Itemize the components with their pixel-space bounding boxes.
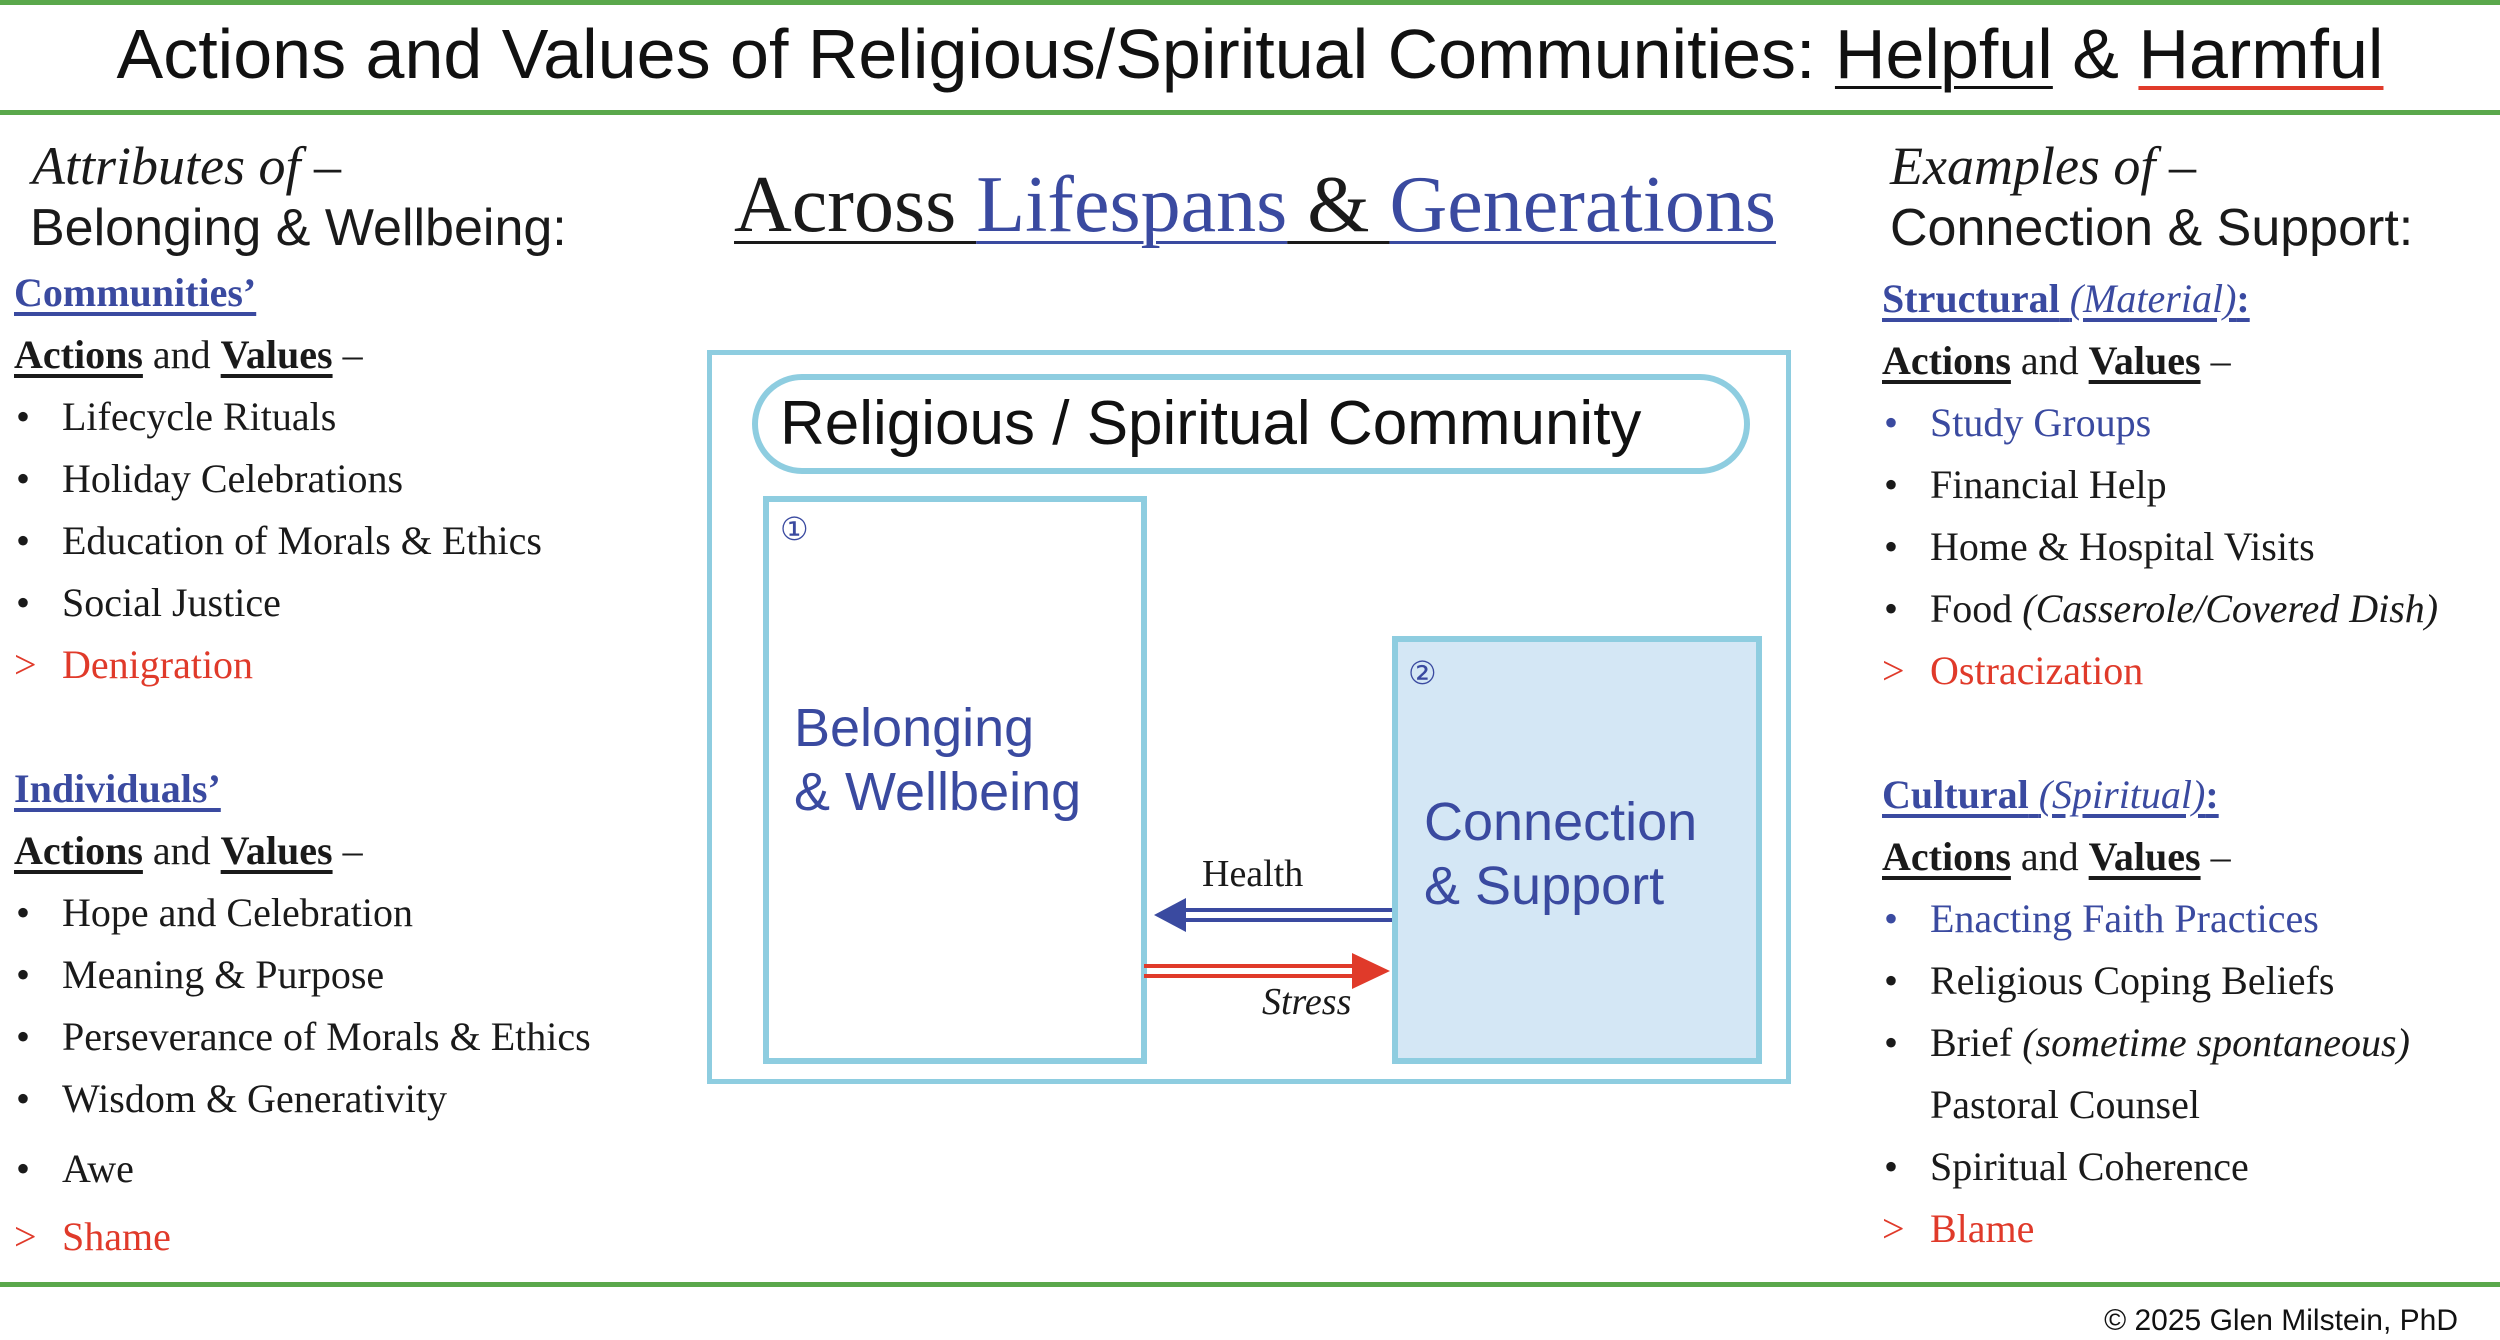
list-item: Spiritual Coherence: [1882, 1136, 2492, 1198]
right-column: Examples of – Connection & Support: Stru…: [1882, 136, 2492, 1260]
list-item: Study Groups: [1882, 392, 2492, 454]
list-item: Holiday Celebrations: [14, 448, 714, 510]
top-green-line: [0, 0, 2500, 5]
list-item: Awe: [14, 1138, 714, 1200]
center-title: Across Lifespans & Generations: [734, 161, 1776, 249]
stress-arrow-label: Stress: [1262, 981, 1352, 1023]
structural-title: Structural (Material):: [1882, 276, 2250, 321]
title-amp: &: [2052, 15, 2139, 93]
cultural-actions-values: Actions and Values –: [1882, 834, 2231, 879]
list-item: Education of Morals & Ethics: [14, 510, 714, 572]
copyright: © 2025 Glen Milstein, PhD: [2104, 1304, 2458, 1337]
list-item: Wisdom & Generativity: [14, 1068, 714, 1130]
right-heading-italic: Examples of –: [1890, 136, 2196, 196]
cultural-harm: >Blame: [1882, 1206, 2035, 1251]
individuals-harm: >Shame: [14, 1214, 171, 1259]
connection-label: Connection & Support: [1424, 792, 1698, 916]
left-column: Attributes of – Belonging & Wellbeing: C…: [14, 136, 714, 1268]
list-item: Food (Casserole/Covered Dish): [1882, 578, 2492, 640]
title-helpful: Helpful: [1834, 15, 2053, 93]
individuals-list: Hope and Celebration Meaning & Purpose P…: [14, 882, 714, 1200]
list-item: Home & Hospital Visits: [1882, 516, 2492, 578]
number-one-icon: ①: [780, 510, 809, 548]
number-two-icon: ②: [1408, 654, 1437, 692]
list-item: Brief (sometime spontaneous): [1882, 1012, 2492, 1074]
communities-harm: >Denigration: [14, 642, 254, 687]
individuals-actions-values: Actions and Values –: [14, 828, 363, 873]
stress-arrow: [1144, 953, 1390, 989]
structural-harm: >Ostracization: [1882, 648, 2144, 693]
structural-list: Study Groups Financial Help Home & Hospi…: [1882, 392, 2492, 640]
community-label: Religious / Spiritual Community: [752, 374, 1750, 474]
communities-title: Communities’: [14, 270, 257, 315]
left-heading-sub: Belonging & Wellbeing:: [30, 199, 567, 257]
belonging-box: [763, 496, 1147, 1064]
bottom-green-line: [0, 1282, 2500, 1287]
list-item: Lifecycle Rituals: [14, 386, 714, 448]
health-arrow-label: Health: [1202, 853, 1304, 895]
health-arrow: [1154, 898, 1392, 932]
title-green-line: [0, 110, 2500, 115]
communities-list: Lifecycle Rituals Holiday Celebrations E…: [14, 386, 714, 1268]
list-item: Hope and Celebration: [14, 882, 714, 944]
community-outer-box: [707, 350, 1791, 1084]
belonging-label: Belonging & Wellbeing: [794, 698, 1082, 822]
list-item: Religious Coping Beliefs: [1882, 950, 2492, 1012]
connection-box: [1392, 636, 1762, 1064]
list-item: Perseverance of Morals & Ethics: [14, 1006, 714, 1068]
cultural-title: Cultural (Spiritual):: [1882, 772, 2219, 817]
cultural-list: Enacting Faith Practices Religious Copin…: [1882, 888, 2492, 1198]
list-item: Enacting Faith Practices: [1882, 888, 2492, 950]
title-prefix: Actions and Values of Religious/Spiritua…: [116, 15, 1835, 93]
list-item-continuation: Pastoral Counsel: [1930, 1082, 2200, 1127]
right-heading-sub: Connection & Support:: [1890, 199, 2414, 257]
page-title: Actions and Values of Religious/Spiritua…: [0, 14, 2500, 94]
communities-actions-values: Actions and Values –: [14, 332, 363, 377]
list-item: Financial Help: [1882, 454, 2492, 516]
left-heading-italic: Attributes of –: [32, 136, 341, 196]
title-harmful: Harmful: [2138, 15, 2384, 93]
list-item: Meaning & Purpose: [14, 944, 714, 1006]
individuals-title: Individuals’: [14, 766, 221, 811]
list-item: Social Justice: [14, 572, 714, 634]
structural-actions-values: Actions and Values –: [1882, 338, 2231, 383]
arrows-svg: [1144, 898, 1392, 989]
